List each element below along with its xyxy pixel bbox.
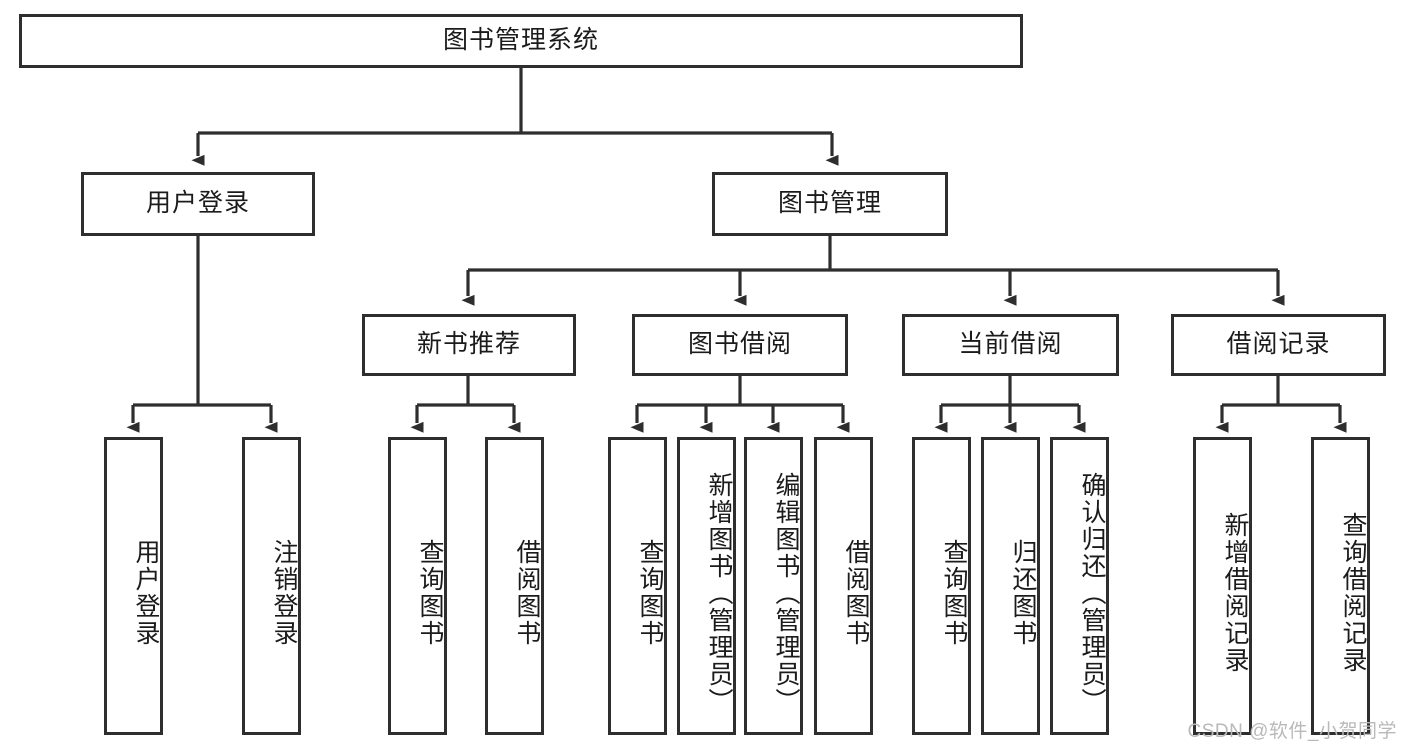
leaf-book-borrow-borrow-book[interactable]: 借阅图书 — [814, 437, 873, 735]
node-label: 用户登录 — [132, 539, 160, 647]
node-label: 新增借阅记录 — [1221, 512, 1249, 674]
leaf-book-borrow-query-book[interactable]: 查询图书 — [608, 437, 667, 735]
node-label: 查询图书 — [940, 539, 968, 647]
leaf-book-borrow-edit-book-admin[interactable]: 编辑图书（管理员） — [744, 437, 803, 735]
node-label: 新增图书（管理员） — [705, 471, 733, 715]
node-new-book-recommend[interactable]: 新书推荐 — [362, 314, 576, 376]
node-label: 编辑图书（管理员） — [772, 471, 800, 715]
node-label: 查询图书 — [416, 539, 444, 647]
leaf-new-book-borrow-book[interactable]: 借阅图书 — [485, 437, 544, 735]
leaf-borrow-record-add-record[interactable]: 新增借阅记录 — [1193, 437, 1252, 735]
leaf-current-borrow-query-book[interactable]: 查询图书 — [912, 437, 971, 735]
node-current-borrow[interactable]: 当前借阅 — [902, 314, 1119, 376]
leaf-user-login-logout[interactable]: 注销登录 — [242, 437, 301, 735]
node-label: 用户登录 — [145, 189, 250, 218]
node-label: 查询借阅记录 — [1339, 512, 1367, 674]
node-label: 新书推荐 — [416, 330, 521, 359]
node-user-login[interactable]: 用户登录 — [81, 172, 315, 236]
node-label: 图书管理系统 — [442, 26, 599, 55]
node-label: 借阅图书 — [842, 539, 870, 647]
node-book-borrow[interactable]: 图书借阅 — [632, 314, 848, 376]
node-label: 当前借阅 — [958, 330, 1063, 359]
leaf-current-borrow-confirm-return-admin[interactable]: 确认归还（管理员） — [1050, 437, 1109, 735]
node-label: 借阅记录 — [1226, 330, 1331, 359]
node-label: 归还图书 — [1009, 539, 1037, 647]
leaf-book-borrow-add-book-admin[interactable]: 新增图书（管理员） — [677, 437, 736, 735]
node-label: 图书管理 — [777, 189, 882, 218]
leaf-current-borrow-return-book[interactable]: 归还图书 — [981, 437, 1040, 735]
node-label: 图书借阅 — [687, 330, 792, 359]
leaf-borrow-record-query-record[interactable]: 查询借阅记录 — [1311, 437, 1370, 735]
node-borrow-record[interactable]: 借阅记录 — [1171, 314, 1386, 376]
node-label: 借阅图书 — [513, 539, 541, 647]
node-label: 注销登录 — [270, 539, 298, 647]
node-book-management[interactable]: 图书管理 — [712, 172, 948, 236]
node-root-system[interactable]: 图书管理系统 — [19, 14, 1023, 68]
node-label: 确认归还（管理员） — [1078, 471, 1106, 715]
watermark-text: CSDN @软件_小贺同学 — [1187, 721, 1397, 742]
leaf-user-login-login[interactable]: 用户登录 — [104, 437, 163, 735]
leaf-new-book-query-book[interactable]: 查询图书 — [388, 437, 447, 735]
node-label: 查询图书 — [636, 539, 664, 647]
